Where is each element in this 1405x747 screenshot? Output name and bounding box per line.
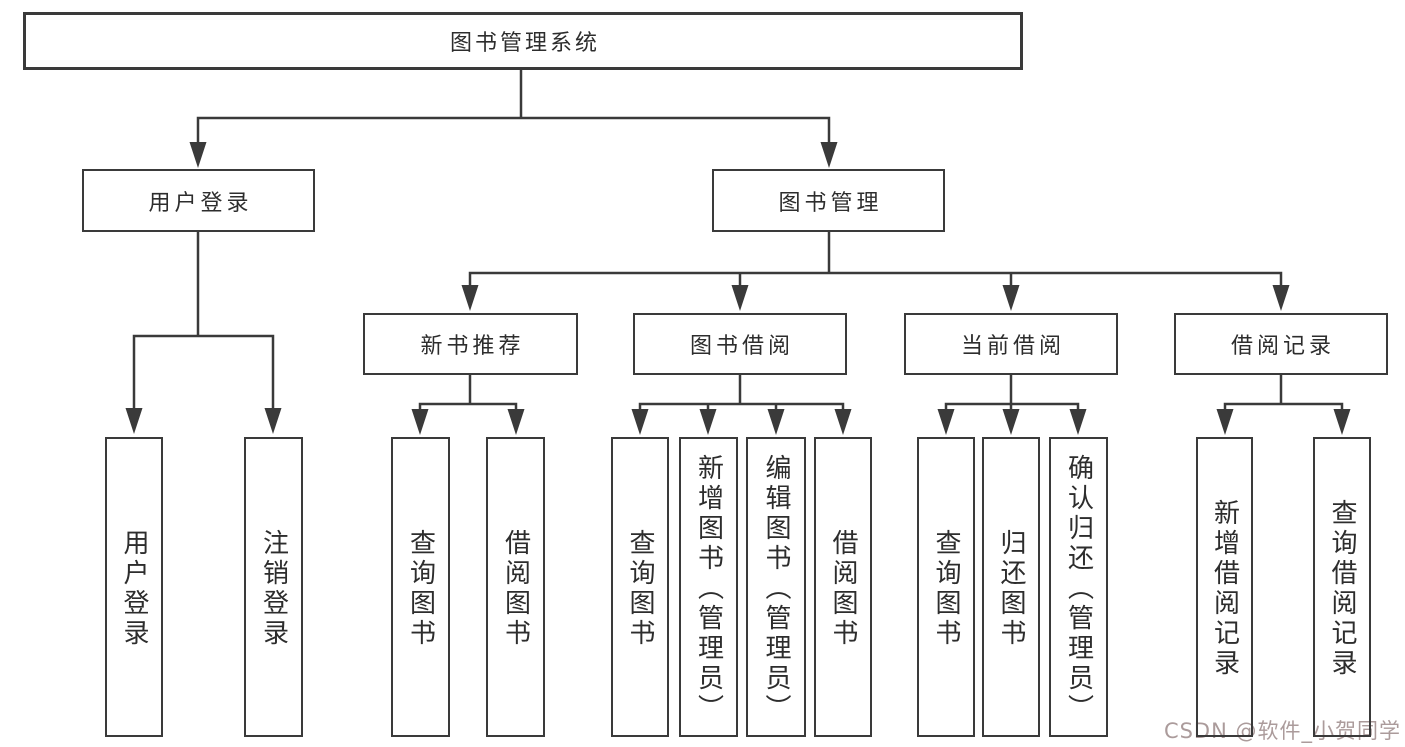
leaf-query-books-recommend: 查询图书 — [391, 437, 450, 737]
node-label: 借阅记录 — [1230, 334, 1335, 359]
connector-book-management-to-level2 — [461, 230, 1290, 311]
connector-line — [418, 373, 518, 412]
connector-book-borrow-to-leaves — [631, 373, 852, 435]
leaf-borrow-books-recommend: 借阅图书 — [486, 437, 545, 737]
connector-line — [196, 68, 831, 146]
leaf-label: 新增图书（管理员） — [693, 454, 724, 724]
connector-line — [1223, 373, 1344, 412]
leaf-add-books-admin: 新增图书（管理员） — [679, 437, 738, 737]
leaf-return-books: 归还图书 — [982, 437, 1040, 737]
leaf-borrow-books: 借阅图书 — [814, 437, 872, 737]
leaf-label: 确认归还（管理员） — [1063, 454, 1094, 724]
leaf-label: 归还图书 — [996, 529, 1026, 649]
node-borrow-records: 借阅记录 — [1174, 313, 1388, 375]
watermark-text: CSDN @软件_小贺同学 — [1163, 719, 1401, 743]
arrowhead-icon — [189, 142, 838, 168]
connector-line — [638, 373, 845, 412]
arrowhead-icon — [631, 409, 852, 435]
leaf-query-borrow-record: 查询借阅记录 — [1313, 437, 1371, 737]
node-label: 当前借阅 — [960, 334, 1065, 359]
node-label: 图书借阅 — [689, 334, 794, 359]
node-label: 新书推荐 — [420, 334, 525, 359]
leaf-label: 查询图书 — [405, 529, 436, 649]
connector-current-borrow-to-leaves — [937, 373, 1087, 435]
arrowhead-icon — [411, 409, 525, 435]
leaf-edit-books-admin: 编辑图书（管理员） — [746, 437, 806, 737]
leaf-label: 用户登录 — [119, 529, 149, 649]
leaf-query-books-current: 查询图书 — [917, 437, 975, 737]
leaf-user-login: 用户登录 — [105, 437, 163, 737]
node-label: 图书管理 — [778, 190, 883, 216]
connector-borrow-records-to-leaves — [1216, 373, 1351, 435]
connector-user-login-to-leaves — [125, 230, 282, 434]
leaf-label: 编辑图书（管理员） — [761, 454, 791, 724]
connector-line — [944, 373, 1080, 412]
leaf-label: 借阅图书 — [828, 529, 858, 649]
arrowhead-icon — [1216, 409, 1351, 435]
connector-new-book-recommend-to-leaves — [411, 373, 525, 435]
node-book-management: 图书管理 — [712, 169, 945, 232]
leaf-label: 查询图书 — [931, 529, 961, 649]
leaf-confirm-return-admin: 确认归还（管理员） — [1049, 437, 1108, 737]
node-label: 图书管理系统 — [449, 31, 600, 56]
node-current-borrow: 当前借阅 — [904, 313, 1118, 375]
leaf-label: 新增借阅记录 — [1209, 499, 1240, 679]
leaf-logout-login: 注销登录 — [244, 437, 303, 737]
node-user-login: 用户登录 — [82, 169, 315, 232]
node-new-book-recommend: 新书推荐 — [363, 313, 578, 375]
leaf-query-books-borrow: 查询图书 — [611, 437, 669, 737]
connector-line — [468, 230, 1283, 288]
leaf-label: 注销登录 — [258, 529, 289, 649]
leaf-label: 查询图书 — [625, 529, 655, 649]
node-label: 用户登录 — [148, 190, 253, 216]
leaf-label: 查询借阅记录 — [1327, 499, 1357, 679]
node-library-management-system: 图书管理系统 — [23, 12, 1023, 70]
connector-root-to-level1 — [189, 68, 838, 168]
leaf-label: 借阅图书 — [500, 529, 531, 649]
arrowhead-icon — [937, 409, 1087, 435]
leaf-add-borrow-record: 新增借阅记录 — [1196, 437, 1253, 737]
node-book-borrow: 图书借阅 — [633, 313, 847, 375]
arrowhead-icon — [125, 408, 282, 434]
connector-line — [132, 230, 275, 412]
arrowhead-icon — [461, 285, 1290, 311]
